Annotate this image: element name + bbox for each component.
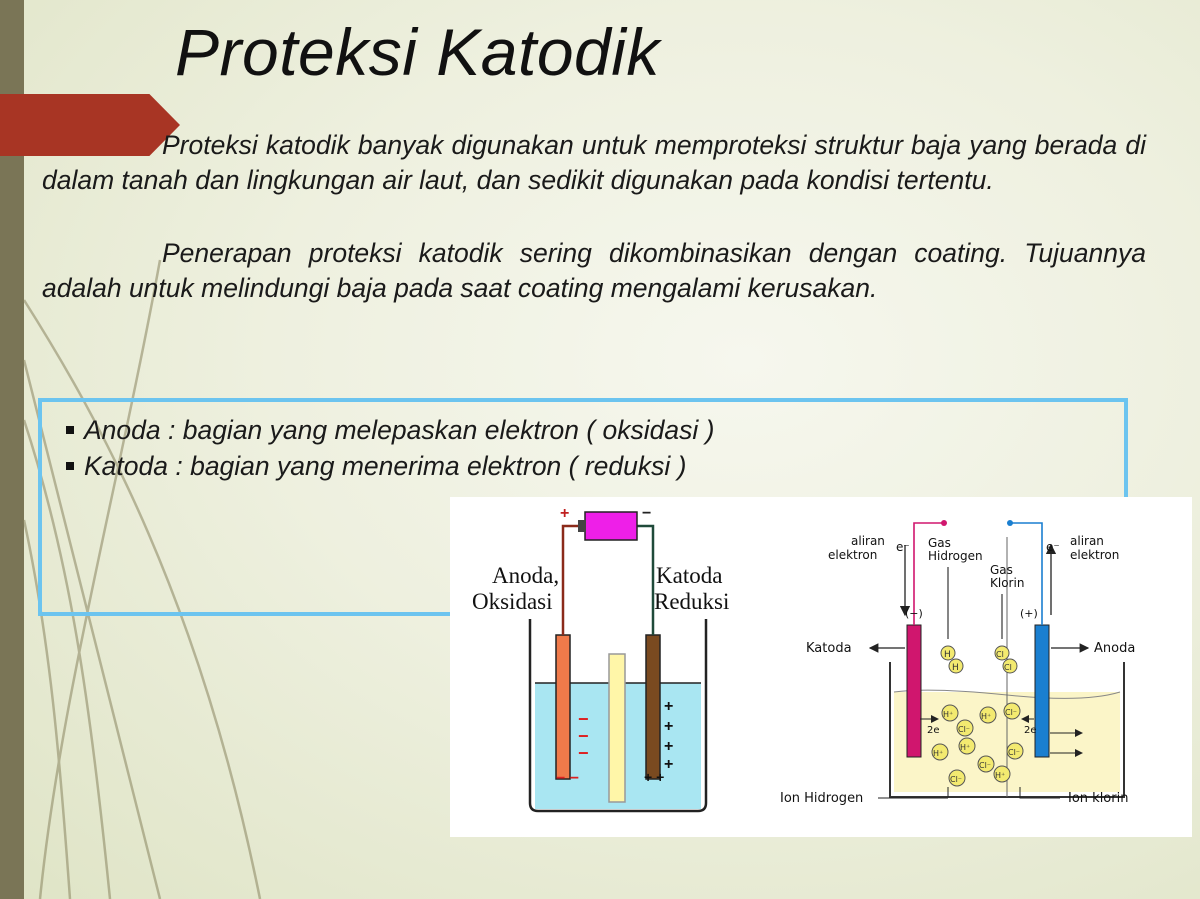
anode-charge: − bbox=[578, 726, 589, 746]
anode-wire bbox=[561, 524, 583, 635]
beaker bbox=[528, 619, 708, 813]
battery-plus: + bbox=[560, 505, 569, 522]
svg-text:H⁺: H⁺ bbox=[981, 712, 991, 721]
cathode-label: Katoda bbox=[806, 641, 852, 656]
anode-wire bbox=[1012, 522, 1043, 625]
cathode-label-2: Reduksi bbox=[654, 589, 729, 614]
battery-terminal bbox=[578, 520, 586, 532]
hydrogen-gas-molecule: H H bbox=[940, 645, 964, 674]
cathode-charge: + bbox=[664, 738, 673, 755]
chloride-ion: Cl⁻ bbox=[977, 755, 995, 773]
bullet-icon bbox=[66, 462, 74, 470]
right-electrolysis-diagram: aliran elektron e⁻ aliran elektron e⁻ Ga… bbox=[780, 520, 1135, 806]
definition-list: Anoda : bagian yang melepaskan elektron … bbox=[66, 412, 715, 484]
cathode-charge: + bbox=[664, 718, 673, 735]
definition-anoda: Anoda : bagian yang melepaskan elektron … bbox=[66, 412, 715, 448]
cathode-electrode bbox=[906, 624, 922, 758]
anode-charge: − bbox=[578, 709, 589, 729]
svg-text:Cl⁻: Cl⁻ bbox=[950, 775, 962, 784]
ion-hydrogen-label: Ion Hidrogen bbox=[780, 791, 863, 806]
anode-charge: − bbox=[578, 743, 589, 763]
definition-anoda-text: Anoda : bagian yang melepaskan elektron … bbox=[84, 415, 715, 445]
anode-label: Anoda bbox=[1094, 641, 1135, 656]
right-electron-symbol: e⁻ bbox=[1046, 540, 1060, 554]
cathode-wire bbox=[637, 524, 655, 635]
cathode-wire bbox=[913, 522, 942, 625]
hydrogen-ion: H⁺ bbox=[941, 704, 959, 722]
anode-wire-terminal bbox=[1007, 520, 1013, 526]
left-cell-diagram: + − Anoda, Oksidasi Katoda Reduksi − − −… bbox=[472, 505, 729, 813]
hydrogen-ion: H⁺ bbox=[979, 706, 997, 724]
svg-text:H⁺: H⁺ bbox=[943, 710, 953, 719]
cathodic-protection-diagrams: + − Anoda, Oksidasi Katoda Reduksi − − −… bbox=[472, 505, 1135, 813]
gas-chlorine-label-1: Gas bbox=[990, 563, 1013, 577]
slide-title: Proteksi Katodik bbox=[175, 15, 660, 89]
chloride-ion: Cl⁻ bbox=[948, 769, 966, 787]
chlorine-gas-molecule: Cl Cl bbox=[994, 645, 1018, 674]
cathode-label-1: Katoda bbox=[656, 563, 722, 588]
svg-text:H⁺: H⁺ bbox=[933, 749, 943, 758]
center-rod bbox=[608, 653, 626, 803]
left-flow-label-2: elektron bbox=[828, 548, 877, 562]
cathode-rod bbox=[645, 634, 661, 780]
svg-text:Cl⁻: Cl⁻ bbox=[979, 761, 991, 770]
anode-electrode bbox=[1034, 624, 1050, 758]
two-electron-label-right: 2e bbox=[1024, 725, 1037, 736]
svg-text:H: H bbox=[944, 650, 951, 660]
battery-icon bbox=[584, 511, 638, 541]
hydrogen-ion: H⁺ bbox=[993, 765, 1011, 783]
cathode-wire-terminal bbox=[941, 520, 947, 526]
gas-hydrogen-label-1: Gas bbox=[928, 536, 951, 550]
ion-chlorine-label: Ion klorin bbox=[1068, 791, 1128, 806]
decor-curve-5 bbox=[38, 259, 162, 899]
paragraph-1-text: Proteksi katodik banyak digunakan untuk … bbox=[42, 130, 1146, 195]
svg-text:H⁺: H⁺ bbox=[995, 771, 1005, 780]
anode-label-1: Anoda, bbox=[492, 563, 559, 588]
left-flow-label-1: aliran bbox=[851, 534, 885, 548]
positive-terminal: (+) bbox=[1020, 607, 1038, 620]
chloride-ion: Cl⁻ bbox=[956, 719, 974, 737]
figure-panel: + − Anoda, Oksidasi Katoda Reduksi − − −… bbox=[450, 497, 1192, 837]
bullet-icon bbox=[66, 426, 74, 434]
anode-rod bbox=[555, 634, 571, 780]
paragraph-2-text: Penerapan proteksi katodik sering dikomb… bbox=[42, 238, 1146, 303]
cathode-bottom-charge: + + bbox=[644, 769, 664, 785]
svg-text:H: H bbox=[952, 663, 959, 673]
svg-text:Cl: Cl bbox=[1004, 663, 1012, 672]
negative-terminal: (−) bbox=[905, 607, 923, 620]
two-electron-label-left: 2e bbox=[927, 725, 940, 736]
left-electron-symbol: e⁻ bbox=[896, 540, 910, 554]
anode-label-2: Oksidasi bbox=[472, 589, 553, 614]
definition-katoda: Katoda : bagian yang menerima elektron (… bbox=[66, 448, 715, 484]
chloride-ion: Cl⁻ bbox=[1006, 742, 1024, 760]
decor-curve-3 bbox=[22, 299, 262, 899]
paragraph-1: Proteksi katodik banyak digunakan untuk … bbox=[42, 128, 1146, 198]
battery-minus: − bbox=[642, 505, 651, 522]
gas-chlorine-label-2: Klorin bbox=[990, 576, 1024, 590]
cathode-charge: + bbox=[664, 698, 673, 715]
right-flow-label-1: aliran bbox=[1070, 534, 1104, 548]
svg-text:Cl⁻: Cl⁻ bbox=[958, 725, 970, 734]
paragraph-2: Penerapan proteksi katodik sering dikomb… bbox=[42, 236, 1146, 306]
decor-curve-4 bbox=[22, 519, 72, 899]
gas-hydrogen-label-2: Hidrogen bbox=[928, 549, 983, 563]
title-accent-tab bbox=[0, 94, 180, 156]
hydrogen-ion: H⁺ bbox=[931, 743, 949, 761]
definition-katoda-text: Katoda : bagian yang menerima elektron (… bbox=[84, 451, 687, 481]
anode-bottom-charge: − − bbox=[556, 770, 579, 787]
chloride-ion: Cl⁻ bbox=[1003, 702, 1021, 720]
ion-chlorine-leader bbox=[1019, 787, 1060, 799]
svg-text:Cl⁻: Cl⁻ bbox=[1008, 748, 1020, 757]
hydrogen-ion: H⁺ bbox=[958, 737, 976, 755]
right-flow-label-2: elektron bbox=[1070, 548, 1119, 562]
svg-text:Cl⁻: Cl⁻ bbox=[1005, 708, 1017, 717]
cathode-charge: + bbox=[664, 756, 673, 773]
svg-text:H⁺: H⁺ bbox=[960, 743, 970, 752]
svg-text:Cl: Cl bbox=[996, 650, 1004, 659]
